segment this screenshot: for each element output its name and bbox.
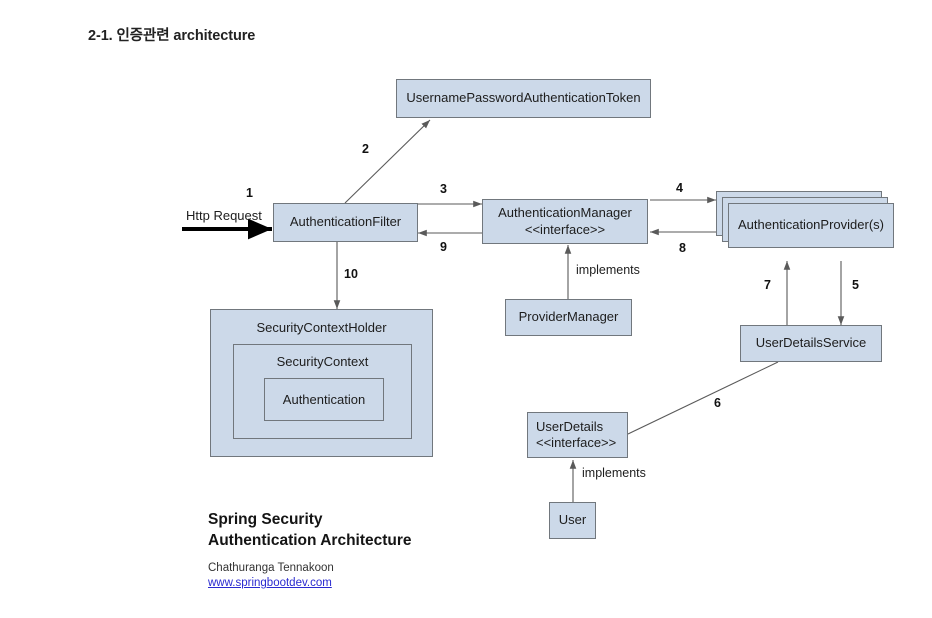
node-label-line1: AuthenticationManager — [498, 205, 632, 221]
edge-label-5: 5 — [852, 278, 859, 292]
node-label: User — [558, 512, 587, 528]
node-label-line2: <<interface>> — [536, 435, 617, 450]
node-label: UserDetailsService — [755, 335, 867, 351]
page-title: 2-1. 인증관련 architecture — [88, 28, 256, 44]
edge-label-9: 9 — [440, 240, 447, 254]
node-authentication-label: Authentication — [282, 392, 366, 407]
edge-label-4: 4 — [676, 181, 683, 195]
node-label-line1: UserDetails — [536, 418, 604, 434]
caption-link[interactable]: www.springbootdev.com — [208, 577, 332, 589]
node-label: AuthenticationProvider(s) — [738, 217, 884, 233]
label-http-request: Http Request — [186, 208, 262, 223]
node-authentication-manager[interactable]: AuthenticationManager <<interface>> — [482, 199, 648, 244]
node-user[interactable]: User — [549, 502, 596, 539]
node-security-context-label: SecurityContext — [276, 354, 369, 369]
node-authentication-provider[interactable]: AuthenticationProvider(s) — [728, 203, 894, 248]
edge-label-7: 7 — [764, 278, 771, 292]
node-label: UsernamePasswordAuthenticationToken — [406, 90, 641, 106]
edge-6-service-to-userdetails — [627, 361, 779, 435]
node-user-details[interactable]: UserDetails <<interface>> — [527, 412, 628, 458]
node-label: AuthenticationFilter — [289, 214, 402, 230]
label-implements-user: implements — [582, 466, 646, 480]
node-label-line2: <<interface>> — [524, 221, 606, 237]
node-authentication[interactable]: Authentication — [264, 378, 384, 421]
node-username-password-authentication-token[interactable]: UsernamePasswordAuthenticationToken — [396, 79, 651, 118]
edge-label-10: 10 — [344, 267, 358, 281]
edge-label-8: 8 — [679, 241, 686, 255]
edge-label-6: 6 — [714, 396, 721, 410]
edge-label-1: 1 — [246, 186, 253, 200]
node-authentication-filter[interactable]: AuthenticationFilter — [273, 203, 418, 242]
node-security-context-holder-label: SecurityContextHolder — [256, 320, 387, 335]
node-security-context[interactable]: SecurityContext Authentication — [233, 344, 412, 439]
edge-label-3: 3 — [440, 182, 447, 196]
caption-title: Spring Security Authentication Architect… — [208, 510, 412, 552]
edge-2-filter-to-token — [344, 119, 431, 204]
label-implements-provider-manager: implements — [576, 263, 640, 277]
node-user-details-service[interactable]: UserDetailsService — [740, 325, 882, 362]
edge-label-2: 2 — [362, 142, 369, 156]
caption-title-line2: Authentication Architecture — [208, 531, 412, 549]
node-provider-manager[interactable]: ProviderManager — [505, 299, 632, 336]
node-label: ProviderManager — [518, 309, 619, 325]
node-security-context-holder[interactable]: SecurityContextHolder SecurityContext Au… — [210, 309, 433, 457]
caption-title-line1: Spring Security — [208, 511, 323, 528]
caption-author: Chathuranga Tennakoon — [208, 562, 334, 574]
